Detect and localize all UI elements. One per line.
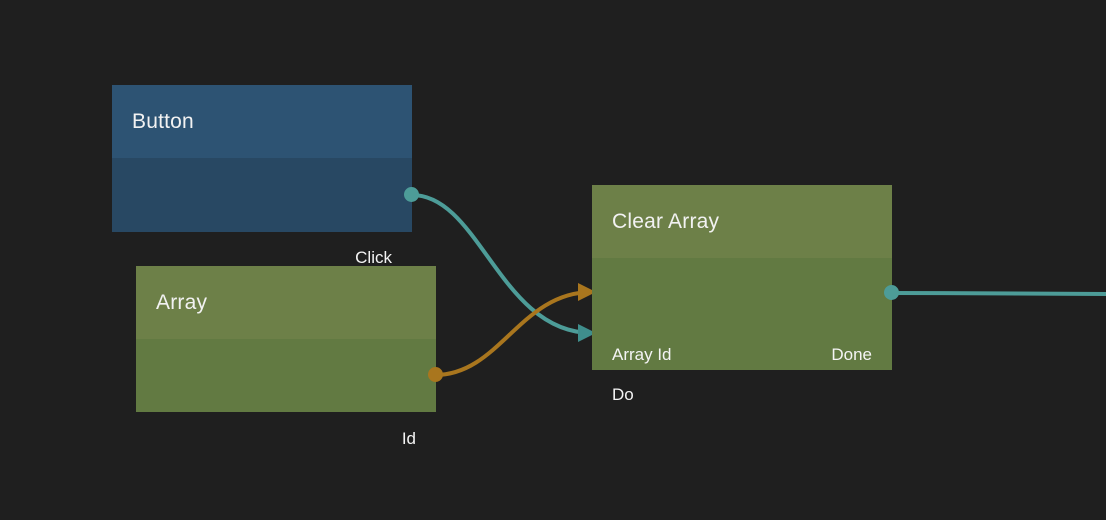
node-array[interactable]: Array Id [136, 266, 436, 447]
wire-done-outgoing [889, 291, 1106, 296]
node-array-body: Id [136, 339, 436, 447]
port-label-array-id: Array Id [612, 344, 672, 364]
port-label-do: Do [612, 384, 634, 404]
port-row-done[interactable]: Done [831, 343, 872, 365]
wire-id-to-arrayid [433, 290, 594, 377]
node-clear-array[interactable]: Clear Array Array Id Do Done [592, 185, 892, 403]
port-label-click: Click [355, 247, 392, 267]
node-clear-array-header[interactable]: Clear Array [592, 185, 892, 258]
node-button-header[interactable]: Button [112, 85, 412, 158]
port-row-click[interactable]: Click [355, 246, 392, 268]
port-dot-id[interactable] [428, 367, 443, 382]
node-array-header[interactable]: Array [136, 266, 436, 339]
port-row-array-id[interactable]: Array Id [612, 343, 672, 365]
port-dot-click[interactable] [404, 187, 419, 202]
port-row-id[interactable]: Id [402, 427, 416, 449]
port-label-done: Done [831, 344, 872, 364]
node-button-body: Click [112, 158, 412, 266]
port-row-do[interactable]: Do [612, 383, 634, 405]
node-clear-array-title: Clear Array [612, 210, 720, 233]
node-button[interactable]: Button Click [112, 85, 412, 266]
node-button-title: Button [132, 110, 194, 133]
port-label-id: Id [401, 428, 416, 448]
wire-click-to-do [410, 193, 594, 335]
node-clear-array-body: Array Id Do Done [592, 258, 892, 403]
port-dot-done[interactable] [884, 285, 899, 300]
node-array-title: Array [156, 291, 208, 314]
